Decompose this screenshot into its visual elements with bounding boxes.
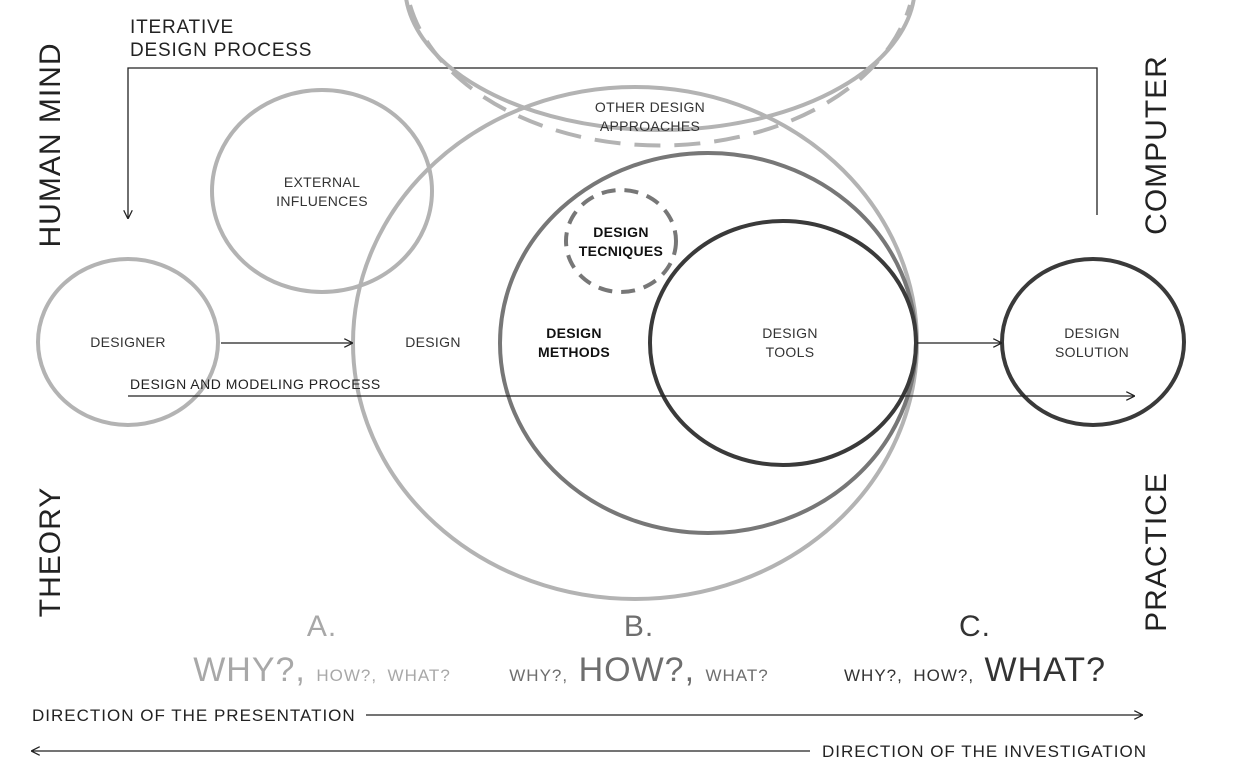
design-techniques-circle bbox=[564, 188, 678, 294]
modeling-process-label: DESIGN AND MODELING PROCESS bbox=[130, 376, 381, 392]
column-c-how: HOW?, bbox=[913, 666, 974, 685]
column-c-letter: C. bbox=[959, 610, 991, 643]
column-a-questions: WHY?, HOW?, WHAT? bbox=[193, 651, 451, 689]
column-a-letter: A. bbox=[307, 610, 337, 643]
external-influences-label-2: INFLUENCES bbox=[276, 193, 368, 209]
other-approaches-label-1: OTHER DESIGN bbox=[595, 99, 705, 115]
human-mind-label: HUMAN MIND bbox=[34, 43, 67, 248]
design-methods-label-1: DESIGN bbox=[546, 325, 601, 341]
design-label: DESIGN bbox=[405, 334, 460, 350]
other-approaches-label-2: APPROACHES bbox=[600, 118, 700, 134]
design-methods-circle bbox=[498, 151, 918, 535]
design-solution-label-1: DESIGN bbox=[1064, 325, 1119, 341]
design-tools-circle bbox=[648, 219, 918, 467]
practice-label: PRACTICE bbox=[1140, 472, 1173, 632]
investigation-direction-label: DIRECTION OF THE INVESTIGATION bbox=[822, 742, 1147, 761]
other-approaches-dashed-arc bbox=[408, 4, 912, 148]
design-techniques-label-2: TECNIQUES bbox=[579, 243, 663, 259]
computer-label: COMPUTER bbox=[1140, 55, 1173, 235]
column-b-how: HOW?, bbox=[579, 651, 695, 689]
iterative-label-line1: ITERATIVE bbox=[130, 17, 234, 38]
external-influences-label-1: EXTERNAL bbox=[284, 174, 360, 190]
column-b-questions: WHY?, HOW?, WHAT? bbox=[509, 651, 768, 689]
column-a-how: HOW?, bbox=[316, 666, 377, 685]
column-b-why: WHY?, bbox=[509, 666, 568, 685]
other-approaches-circle bbox=[405, 0, 915, 130]
designer-label: DESIGNER bbox=[90, 334, 166, 350]
design-tools-label-1: DESIGN bbox=[762, 325, 817, 341]
column-c-what: WHAT? bbox=[985, 651, 1106, 689]
external-influences-circle bbox=[210, 88, 434, 294]
design-tools-label-2: TOOLS bbox=[766, 344, 815, 360]
column-c-why: WHY?, bbox=[844, 666, 903, 685]
column-a-why: WHY?, bbox=[193, 651, 306, 689]
iterative-loop-line bbox=[128, 67, 1098, 218]
designer-circle bbox=[36, 257, 220, 427]
column-b-what: WHAT? bbox=[705, 666, 768, 685]
column-b-letter: B. bbox=[624, 610, 654, 643]
theory-label: THEORY bbox=[34, 487, 67, 617]
design-solution-circle bbox=[1000, 257, 1186, 427]
column-c-questions: WHY?, HOW?, WHAT? bbox=[844, 651, 1106, 689]
design-techniques-label-1: DESIGN bbox=[593, 224, 648, 240]
design-methods-label-2: METHODS bbox=[538, 344, 610, 360]
presentation-direction-label: DIRECTION OF THE PRESENTATION bbox=[32, 706, 356, 725]
design-solution-label-2: SOLUTION bbox=[1055, 344, 1129, 360]
column-a-what: WHAT? bbox=[388, 666, 451, 685]
iterative-label-line2: DESIGN PROCESS bbox=[130, 40, 312, 61]
